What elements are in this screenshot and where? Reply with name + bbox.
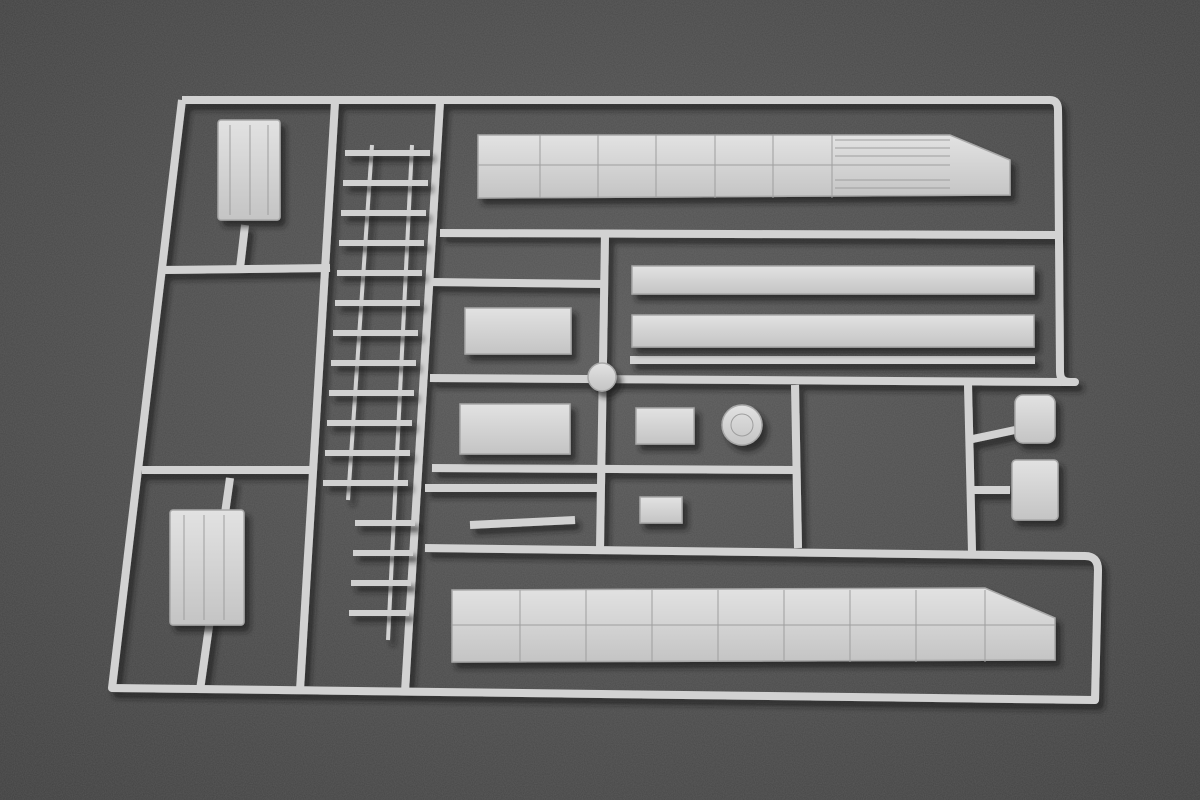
part-small-1	[635, 407, 695, 445]
part-plate-2	[459, 403, 571, 455]
ladder-small-parts	[323, 150, 430, 616]
part-small-2	[639, 496, 683, 524]
part-hub	[587, 362, 617, 392]
part-hull-top	[477, 134, 1011, 199]
part-bar-1	[631, 265, 1035, 295]
part-box-top-left	[217, 119, 281, 221]
part-cylinder	[1014, 394, 1056, 444]
part-details	[183, 125, 1055, 662]
part-box-bottom-left	[169, 509, 245, 626]
part-plate-1	[464, 307, 572, 355]
part-block	[1011, 459, 1059, 521]
sprue-frame	[108, 96, 1102, 704]
part-disc	[721, 404, 763, 446]
part-bar-2	[631, 314, 1035, 348]
